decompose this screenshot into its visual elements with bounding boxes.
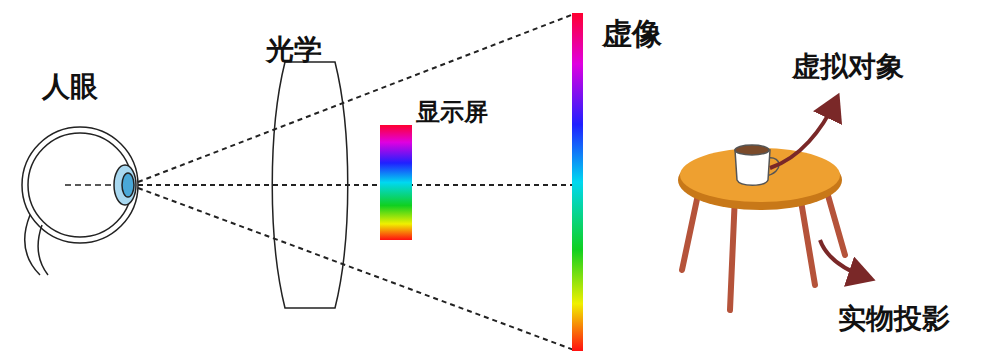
label-text: 虚像 xyxy=(602,16,662,52)
label-text: 光学 xyxy=(266,33,322,67)
label-text: 实物投影 xyxy=(838,302,950,336)
label-text: 人眼 xyxy=(42,70,98,104)
label-text: 虚拟对象 xyxy=(792,50,904,84)
leader-arrow xyxy=(770,100,836,168)
sight-lines xyxy=(138,14,574,350)
eye xyxy=(22,127,138,275)
table xyxy=(678,148,845,310)
leader-arrow xyxy=(820,240,868,278)
virtual-image-bar xyxy=(572,13,583,351)
display-screen xyxy=(380,125,412,240)
label-text: 显示屏 xyxy=(416,98,488,127)
